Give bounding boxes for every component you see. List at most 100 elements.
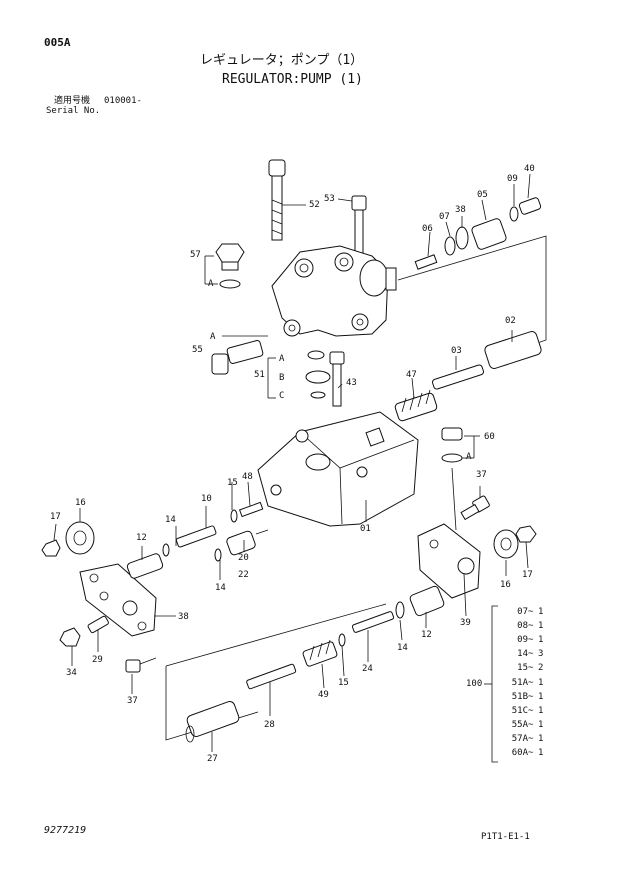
spring-piston-group-shape xyxy=(414,197,542,270)
kit-quantity: 1 xyxy=(538,607,544,617)
kit-quantity: 2 xyxy=(538,663,544,674)
callout-37-lower: 37 xyxy=(127,696,138,706)
callout-47: 47 xyxy=(406,370,417,380)
kit-quantity: 1 xyxy=(538,635,544,646)
kit-list-row: 08~1 xyxy=(500,621,544,632)
callout-38-upper: 38 xyxy=(455,205,466,215)
callout-20: 20 xyxy=(238,553,249,563)
title-english: REGULATOR:PUMP (1) xyxy=(222,72,363,87)
callout-40: 40 xyxy=(524,164,535,174)
callout-43: 43 xyxy=(346,378,357,388)
callout-48: 48 xyxy=(242,472,253,482)
plug-60-shape xyxy=(441,427,480,463)
page-reference: P1T1-E1-1 xyxy=(481,832,530,842)
kit-quantity: 1 xyxy=(538,691,544,702)
spring-47-shape xyxy=(394,389,438,422)
kit-separator: ~ xyxy=(528,705,534,716)
kit-list-row: 07~1 xyxy=(500,607,544,618)
callout-16-left: 16 xyxy=(75,498,86,508)
screw-29-shape xyxy=(87,615,109,634)
bolt-52-shape xyxy=(268,159,306,241)
bolt-37-lower-shape xyxy=(125,657,157,673)
kit-separator: ~ xyxy=(528,663,534,674)
cover-38-left-shape xyxy=(79,563,157,637)
callout-27: 27 xyxy=(207,754,218,764)
callout-22: 22 xyxy=(238,570,249,580)
spring-49-shape xyxy=(302,639,338,667)
callout-34: 34 xyxy=(66,668,77,678)
callout-14-mid: 14 xyxy=(215,583,226,593)
sleeve-22-shape xyxy=(214,501,269,562)
callout-17-right: 17 xyxy=(522,570,533,580)
locknut-16-left-shape xyxy=(41,521,95,557)
callout-38-lower: 38 xyxy=(178,612,189,622)
callout-52: 52 xyxy=(309,200,320,210)
callout-37-upper: 37 xyxy=(476,470,487,480)
page-code: 005A xyxy=(44,36,71,49)
callout-a-55: A xyxy=(210,332,216,342)
kit-list-row: 14~3 xyxy=(500,649,543,660)
kit-part-number: 14 xyxy=(517,649,528,660)
kit-separator: ~ xyxy=(528,607,534,617)
adjusting-screw-12-right-shape xyxy=(395,585,445,619)
kit-quantity: 1 xyxy=(538,621,544,632)
leader-lines xyxy=(53,173,531,752)
callout-03: 03 xyxy=(451,346,462,356)
callout-15-lower: 15 xyxy=(338,678,349,688)
callout-24: 24 xyxy=(362,664,373,674)
callout-06: 06 xyxy=(422,224,433,234)
nut-34-shape xyxy=(59,627,81,647)
cover-39-right-shape xyxy=(417,523,481,599)
callout-55: 55 xyxy=(192,345,203,355)
locknut-16-right-shape xyxy=(493,525,537,559)
callout-10: 10 xyxy=(201,494,212,504)
callout-05: 05 xyxy=(477,190,488,200)
bolt-37-shape xyxy=(460,495,490,521)
serial-value: 010001- xyxy=(104,96,142,106)
kit-list-row: 51C~1 xyxy=(500,705,544,717)
callout-17-left: 17 xyxy=(50,512,61,522)
callout-14-upper: 14 xyxy=(165,515,176,525)
kit-quantity: 1 xyxy=(538,719,544,730)
callout-a-57: A xyxy=(208,279,214,289)
callout-15-upper: 15 xyxy=(227,478,238,488)
kit-part-number: 51A xyxy=(511,677,528,688)
title-japanese: レギュレータ；ポンプ（1） xyxy=(200,53,364,68)
spool-24-shape xyxy=(338,611,395,647)
kit-list-row: 60A~1 xyxy=(500,748,544,759)
spool-28-shape xyxy=(246,663,297,690)
callout-07: 07 xyxy=(439,212,450,222)
kit-list-row: 51B~1 xyxy=(500,691,544,703)
callout-a-51: A xyxy=(279,354,285,364)
kit-separator: ~ xyxy=(528,719,534,730)
kit-part-number: 51C xyxy=(511,705,528,716)
upper-housing-shape xyxy=(271,245,397,337)
kit-quantity: 1 xyxy=(538,733,544,744)
kit-quantity: 1 xyxy=(538,677,544,688)
kit-part-number: 60A xyxy=(511,748,528,758)
kit-part-number: 08 xyxy=(517,621,528,632)
kit-quantity: 1 xyxy=(538,748,544,758)
kit-part-number: 57A xyxy=(511,733,528,744)
callout-53: 53 xyxy=(324,194,335,204)
plug-57-shape xyxy=(204,243,245,289)
callout-01: 01 xyxy=(360,524,371,534)
callout-02: 02 xyxy=(505,316,516,326)
callout-29: 29 xyxy=(92,655,103,665)
adjusting-screw-12-left-shape xyxy=(126,553,164,579)
kit-part-number: 55A xyxy=(511,719,528,730)
callout-12-left: 12 xyxy=(136,533,147,543)
kit-separator: ~ xyxy=(528,635,534,646)
kit-list-row: 09~1 xyxy=(500,635,544,646)
callout-16-right: 16 xyxy=(500,580,511,590)
callout-100: 100 xyxy=(466,679,483,689)
kit-quantity: 1 xyxy=(538,705,544,716)
piston-27-shape xyxy=(185,701,240,743)
callout-57: 57 xyxy=(190,250,201,260)
callout-51: 51 xyxy=(254,370,265,380)
kit-part-number: 51B xyxy=(511,691,528,702)
callout-b-51: B xyxy=(279,373,285,383)
drawing-number: 9277219 xyxy=(44,825,87,836)
